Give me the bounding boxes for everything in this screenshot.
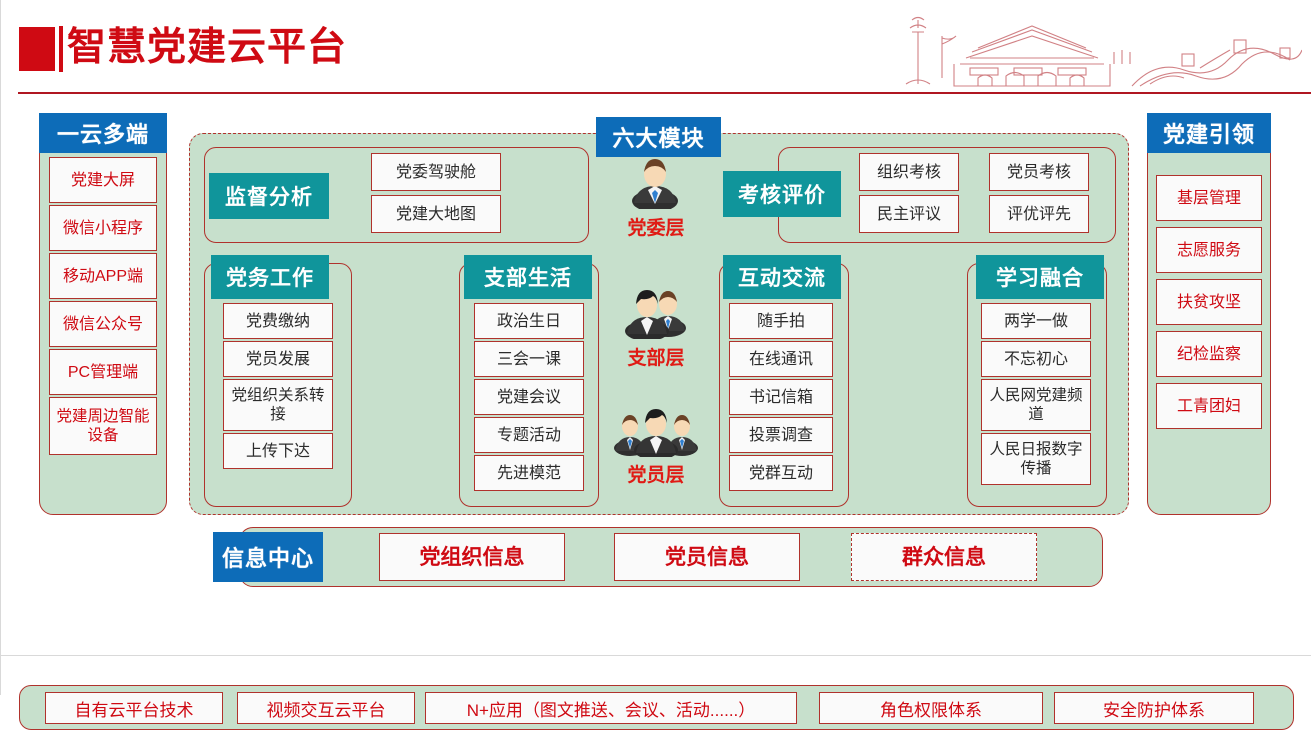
info-center-item-0[interactable]: 党组织信息 [379, 533, 565, 581]
page-title: 智慧党建云平台 [67, 26, 348, 69]
foundation-item-1[interactable]: 视频交互云平台 [237, 692, 415, 724]
foundation-item-0[interactable]: 自有云平台技术 [45, 692, 223, 724]
left-item-1[interactable]: 微信小程序 [49, 205, 157, 251]
right-column-title: 党建引领 [1147, 113, 1271, 153]
party-affairs-title: 党务工作 [211, 255, 329, 299]
header-divider [18, 92, 1311, 94]
party-affairs-item-1[interactable]: 党员发展 [223, 341, 333, 377]
interaction-item-1[interactable]: 在线通讯 [729, 341, 833, 377]
party-affairs-item-0[interactable]: 党费缴纳 [223, 303, 333, 339]
left-item-0[interactable]: 党建大屏 [49, 157, 157, 203]
learning-item-3[interactable]: 人民日报数字传播 [981, 433, 1091, 485]
architecture-board: 一云多端 党建大屏 微信小程序 移动APP端 微信公众号 PC管理端 党建周边智… [1, 95, 1311, 730]
six-modules-title: 六大模块 [596, 117, 721, 157]
left-item-4[interactable]: PC管理端 [49, 349, 157, 395]
party-affairs-item-3[interactable]: 上传下达 [223, 433, 333, 469]
assessment-item-1[interactable]: 党员考核 [989, 153, 1089, 191]
left-item-2[interactable]: 移动APP端 [49, 253, 157, 299]
page-header: 智慧党建云平台 [1, 0, 1311, 95]
branch-life-item-3[interactable]: 专题活动 [474, 417, 584, 453]
learning-title: 学习融合 [976, 255, 1104, 299]
interaction-item-4[interactable]: 党群互动 [729, 455, 833, 491]
foundation-item-3[interactable]: 角色权限体系 [819, 692, 1043, 724]
level-label-0: 党委层 [627, 218, 685, 239]
three-people-icon [614, 409, 698, 457]
right-item-0[interactable]: 基层管理 [1156, 175, 1262, 221]
info-center-item-2[interactable]: 群众信息 [851, 533, 1037, 581]
right-item-3[interactable]: 纪检监察 [1156, 331, 1262, 377]
tiananmen-great-wall-watermark-icon [905, 16, 1302, 87]
assessment-item-3[interactable]: 评优评先 [989, 195, 1089, 233]
interaction-item-2[interactable]: 书记信箱 [729, 379, 833, 415]
left-item-5[interactable]: 党建周边智能设备 [49, 397, 157, 455]
branch-life-item-1[interactable]: 三会一课 [474, 341, 584, 377]
level-label-1: 支部层 [627, 348, 685, 369]
foundation-item-4[interactable]: 安全防护体系 [1054, 692, 1254, 724]
header-accent-bar [59, 26, 63, 72]
learning-item-0[interactable]: 两学一做 [981, 303, 1091, 339]
assessment-title: 考核评价 [723, 171, 841, 217]
foundation-item-2[interactable]: N+应用（图文推送、会议、活动......） [425, 692, 797, 724]
header-accent-block [19, 27, 55, 71]
right-item-2[interactable]: 扶贫攻坚 [1156, 279, 1262, 325]
assessment-item-2[interactable]: 民主评议 [859, 195, 959, 233]
right-item-4[interactable]: 工青团妇 [1156, 383, 1262, 429]
interaction-item-0[interactable]: 随手拍 [729, 303, 833, 339]
right-item-1[interactable]: 志愿服务 [1156, 227, 1262, 273]
info-center-item-1[interactable]: 党员信息 [614, 533, 800, 581]
supervision-title: 监督分析 [209, 173, 329, 219]
single-person-icon [632, 159, 678, 209]
supervision-item-1[interactable]: 党建大地图 [371, 195, 501, 233]
bottom-divider [1, 655, 1311, 656]
party-affairs-item-2[interactable]: 党组织关系转接 [223, 379, 333, 431]
learning-item-2[interactable]: 人民网党建频道 [981, 379, 1091, 431]
interaction-item-3[interactable]: 投票调查 [729, 417, 833, 453]
branch-life-item-2[interactable]: 党建会议 [474, 379, 584, 415]
supervision-item-0[interactable]: 党委驾驶舱 [371, 153, 501, 191]
branch-life-item-4[interactable]: 先进模范 [474, 455, 584, 491]
left-item-3[interactable]: 微信公众号 [49, 301, 157, 347]
two-people-icon [625, 290, 686, 339]
supervision-group [204, 147, 589, 243]
interaction-title: 互动交流 [723, 255, 841, 299]
branch-life-title: 支部生活 [464, 255, 592, 299]
assessment-item-0[interactable]: 组织考核 [859, 153, 959, 191]
learning-item-1[interactable]: 不忘初心 [981, 341, 1091, 377]
left-column-title: 一云多端 [39, 113, 167, 153]
level-label-2: 党员层 [627, 465, 685, 486]
info-center-title: 信息中心 [213, 532, 323, 582]
branch-life-item-0[interactable]: 政治生日 [474, 303, 584, 339]
